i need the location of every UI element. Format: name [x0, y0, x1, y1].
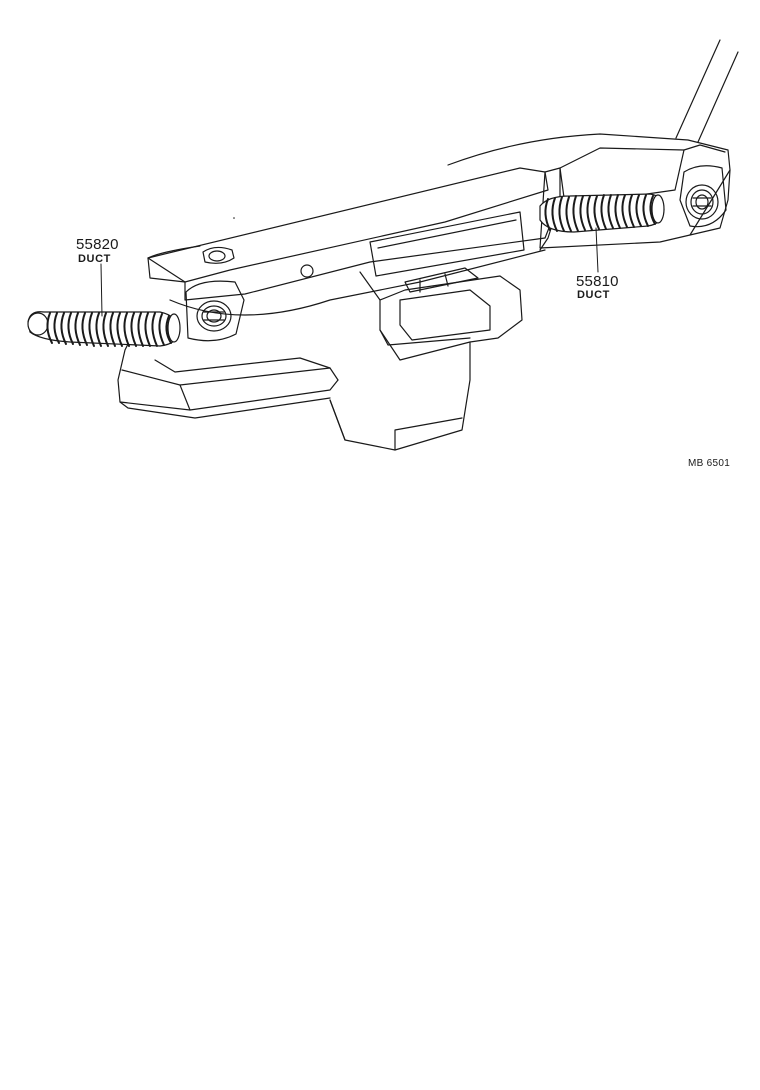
- figure-code: MB 6501: [688, 458, 731, 469]
- part-name-55820: DUCT: [78, 253, 111, 265]
- part-number-55810: 55810: [576, 273, 619, 290]
- leader-line-55810: [595, 227, 599, 273]
- leader-lines: [100, 227, 599, 317]
- leader-line-55820: [100, 263, 103, 317]
- left-duct: [27, 311, 181, 347]
- right-air-vent: [679, 165, 727, 228]
- left-air-vent: [185, 280, 245, 342]
- part-number-55820: 55820: [76, 236, 119, 253]
- center-console: [329, 267, 523, 451]
- part-name-55810: DUCT: [577, 289, 610, 301]
- right-duct: [539, 193, 665, 233]
- dashboard-body: [117, 167, 561, 419]
- steering-column: [675, 39, 739, 143]
- meter-hood: [447, 133, 731, 251]
